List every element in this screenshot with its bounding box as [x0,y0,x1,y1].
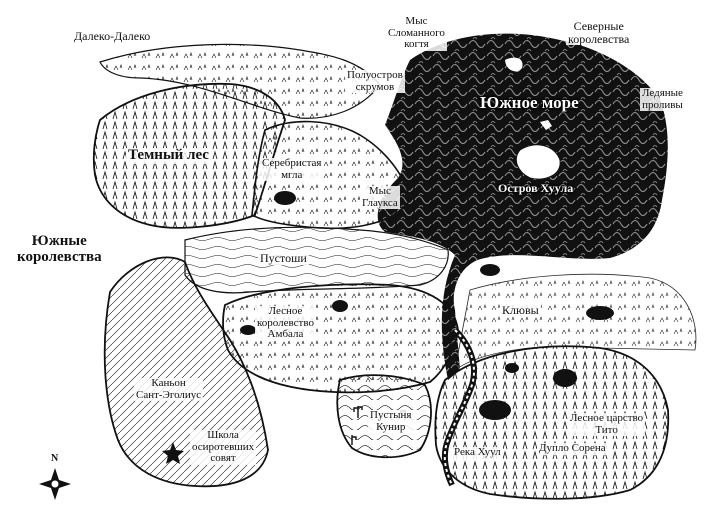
label-hoole-river: Река Хуул [452,446,503,459]
label-dark-forest: Темный лес [126,147,211,164]
label-orphan-school: Школа осиротевших совят [190,429,257,465]
label-wastelands: Пустоши [258,251,309,265]
label-skrum-peninsula: Полуостров скрумов [345,69,405,94]
wastelands [184,226,449,294]
northern-highlands [99,43,381,119]
label-canyon: Каньон Сант-Эголиус [134,377,204,402]
label-ambala-forest: Лесное королевство Амбала [255,305,316,341]
label-beaks: Клювы [500,303,541,317]
label-ice-straits: Ледяные проливы [640,87,685,112]
compass-letter: N [51,453,59,464]
label-soren-hollow: Дупло Сорена [537,442,608,455]
label-tito-forest: Лесное царство Тито [568,412,646,437]
label-glaucus-cape: Мыс Глаукса [360,185,400,210]
label-far-far: Далеко-Далеко [72,29,153,43]
label-broken-claw: Мыс Сломанного когтя [386,15,447,51]
label-northern-kingdoms: Северные королевства [566,19,632,46]
school-marker [162,442,184,464]
compass-icon [39,468,71,500]
hoole-island [515,144,561,180]
label-hoole-island: Остров Хуула [498,181,574,195]
label-silver-mist: Серебристая мгла [260,157,324,182]
label-southern-sea: Южное море [480,93,579,112]
canyon-region [103,256,269,488]
label-kunir-desert: Пустыня Кунир [368,409,414,434]
beaks-region [454,273,697,371]
label-southern-kingdoms: Южные королевства [15,233,104,266]
